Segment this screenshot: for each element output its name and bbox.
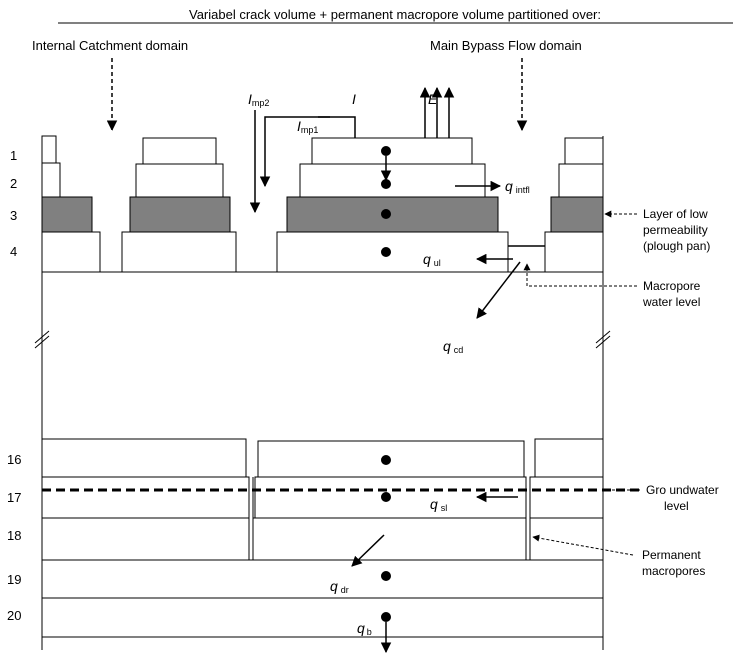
layer-number-2: 2 — [10, 176, 17, 191]
imp1-arrow — [259, 116, 330, 188]
layer-17-left — [41, 476, 250, 519]
layer-number-1: 1 — [10, 148, 17, 163]
e-label: E — [428, 91, 438, 107]
lower-layers — [41, 438, 604, 638]
layer-number-19: 19 — [7, 572, 21, 587]
layer-16-right — [534, 438, 604, 478]
lower-dots — [381, 455, 391, 622]
groundwater-label-2: level — [664, 499, 689, 513]
i-label: I — [352, 91, 356, 107]
dot-layer-2 — [381, 179, 391, 189]
inner-left-layer-2 — [135, 163, 224, 198]
right-stack — [544, 137, 604, 273]
layer-number-17: 17 — [7, 490, 21, 505]
diagram-title: Variabel crack volume + permanent macrop… — [189, 7, 601, 22]
permanent-label-2: macropores — [642, 564, 705, 578]
layer-20 — [41, 597, 604, 638]
layer-number-4: 4 — [10, 244, 17, 259]
center-layer-3 — [286, 196, 499, 233]
low-perm-label-3: (plough pan) — [643, 239, 710, 253]
groundwater-label: Gro undwater — [646, 483, 719, 497]
macropore-level-label-2: water level — [642, 295, 700, 309]
right-layer-1 — [564, 137, 604, 165]
layer-19 — [41, 559, 604, 599]
internal-catchment-label: Internal Catchment domain — [32, 38, 188, 53]
imp1-label: Imp1 — [297, 118, 318, 135]
macropore-level-label: Macropore — [643, 279, 701, 293]
layer-number-3: 3 — [10, 208, 17, 223]
dot-layer-3 — [381, 209, 391, 219]
right-layer-2 — [558, 163, 604, 198]
left-layer-4-final — [41, 231, 101, 273]
center-stack — [276, 137, 509, 273]
right-layer-4 — [544, 231, 604, 273]
inner-left-layer-1 — [142, 137, 217, 165]
permanent-pointer — [532, 534, 634, 556]
layer-number-20: 20 — [7, 608, 21, 623]
layer-number-16: 16 — [7, 452, 21, 467]
layer-18-right — [529, 517, 604, 561]
layer-18-center — [252, 517, 527, 561]
dot-layer-4 — [381, 247, 391, 257]
layer-18-left — [41, 517, 250, 561]
macropore-level-pointer — [523, 263, 637, 287]
low-perm-label: Layer of low — [643, 207, 708, 221]
layer-17-right — [529, 476, 604, 519]
center-layer-1 — [311, 137, 473, 165]
layer-16-center — [257, 440, 525, 478]
dot-layer-1 — [381, 146, 391, 156]
main-bypass-label: Main Bypass Flow domain — [430, 38, 582, 53]
left-layer-2-final — [41, 162, 61, 198]
imp2-label: Imp2 — [248, 91, 269, 108]
right-layer-3 — [550, 196, 604, 233]
low-perm-label-2: permeability — [643, 223, 708, 237]
q-cd-arrow — [476, 261, 521, 319]
q-dr-arrow — [351, 534, 385, 567]
layer-16-left — [41, 438, 247, 478]
center-layer-4 — [276, 231, 509, 273]
left-layer-3-final — [41, 196, 93, 233]
left-l1-box — [41, 135, 57, 164]
inner-left-layer-3 — [129, 196, 231, 233]
inner-left-layer-4 — [121, 231, 237, 273]
permanent-label: Permanent — [642, 548, 701, 562]
layer-number-18: 18 — [7, 528, 21, 543]
left-inner-stack — [121, 137, 237, 273]
left-break-mark — [34, 330, 50, 349]
center-layer-2 — [299, 163, 486, 198]
right-break-mark — [595, 330, 611, 349]
